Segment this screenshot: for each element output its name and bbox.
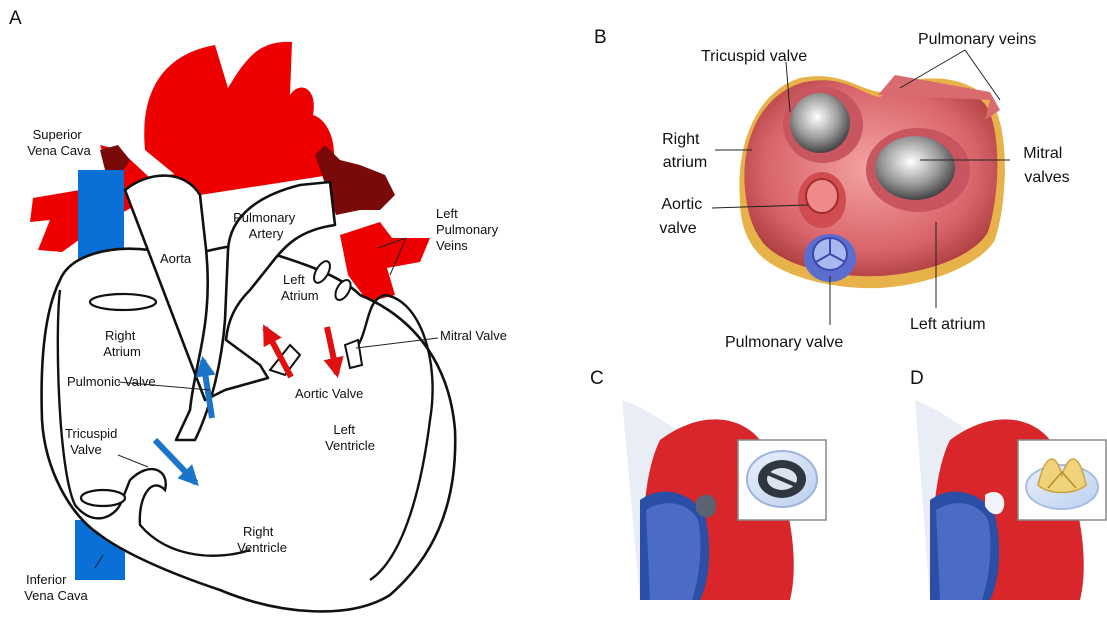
panel-letter-a: A xyxy=(9,8,22,29)
panel-letter-d: D xyxy=(910,368,924,389)
panel-c: C xyxy=(590,368,826,600)
panel-a: A xyxy=(9,8,507,611)
panel-d: D xyxy=(910,368,1106,600)
label-right-atrium-b: Right atrium xyxy=(662,131,707,171)
superior-vena-cava-vessel xyxy=(78,170,124,260)
label-pulmonary-valve: Pulmonary valve xyxy=(725,334,843,351)
mechanical-heart-valve-icon xyxy=(747,451,817,507)
heart-base-illustration xyxy=(739,75,1005,288)
panel-b: B Tricuspid valve Pulmonary veins xyxy=(594,27,1070,351)
label-aortic-valve: Aortic Valve xyxy=(295,386,363,401)
label-left-pulmonary-veins: Left Pulmonary Veins xyxy=(436,206,502,253)
label-aortic-valve-b: Aortic valve xyxy=(659,196,706,237)
label-tricuspid-valve-b: Tricuspid valve xyxy=(701,48,807,65)
label-superior-vena-cava: Superior Vena Cava xyxy=(27,127,91,158)
label-mitral-valves: Mitral valves xyxy=(1023,145,1069,186)
label-left-atrium-b: Left atrium xyxy=(910,316,986,333)
label-pulmonic-valve: Pulmonic Valve xyxy=(67,374,156,389)
label-right-atrium: Right Atrium xyxy=(103,328,141,359)
label-mitral-valve: Mitral Valve xyxy=(440,328,507,343)
label-pulmonary-veins: Pulmonary veins xyxy=(918,31,1036,48)
panel-letter-c: C xyxy=(590,368,604,389)
label-aorta: Aorta xyxy=(160,251,192,266)
panel-letter-b: B xyxy=(594,27,607,48)
